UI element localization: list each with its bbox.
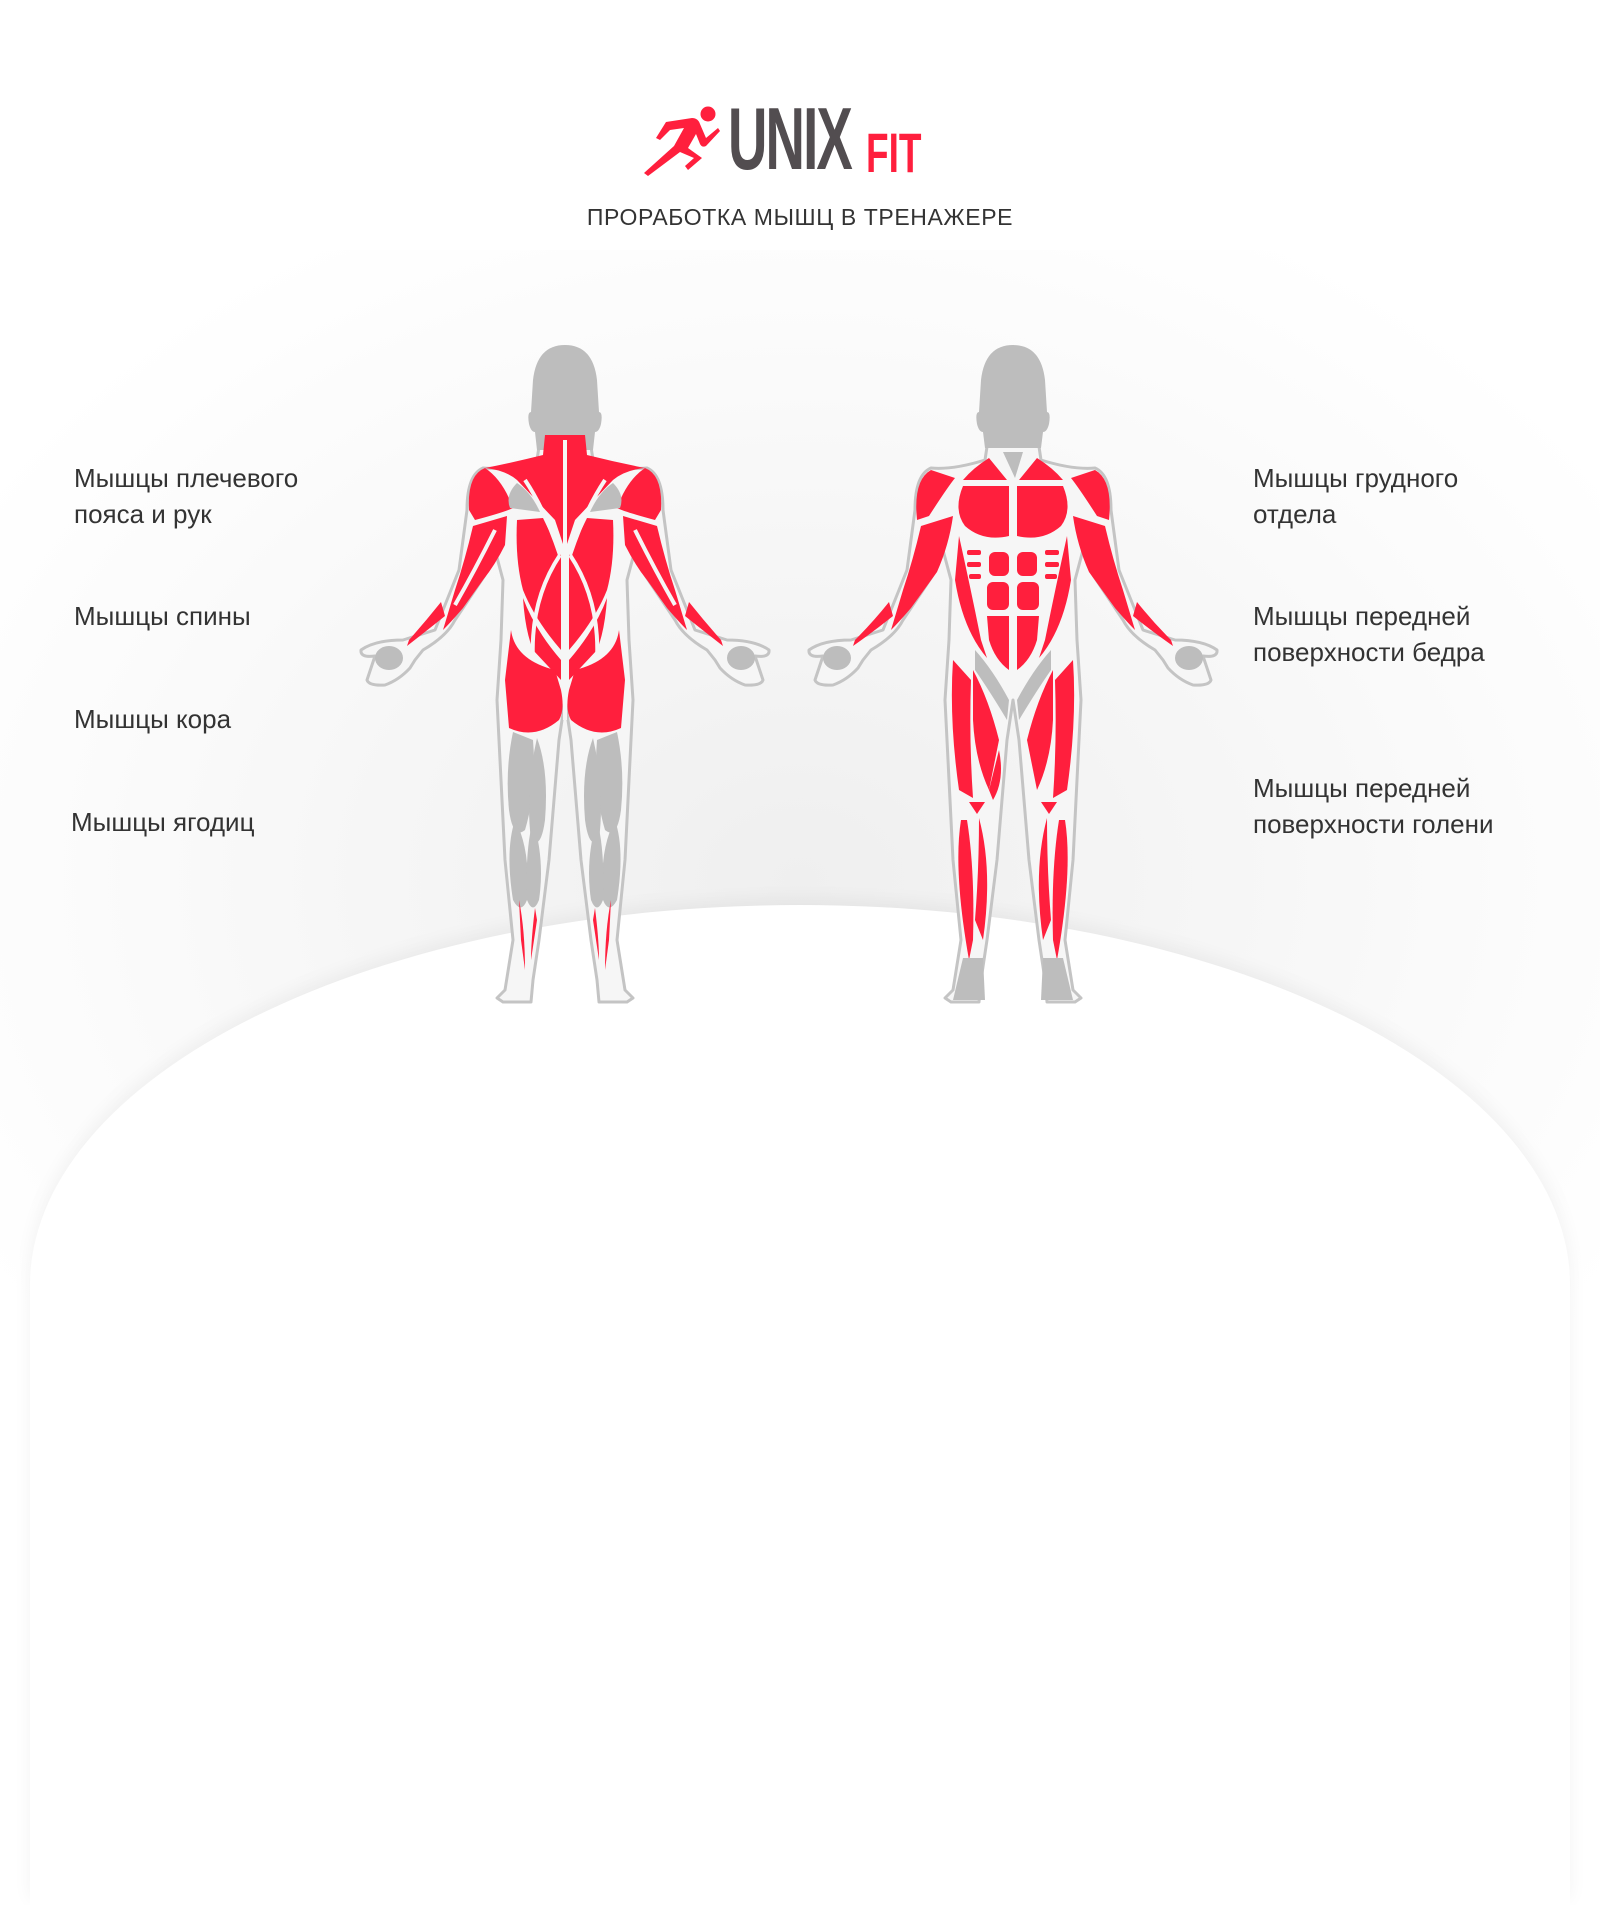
label-front-shin: Мышцы передней поверхности голени: [1253, 773, 1494, 839]
label-front-thigh: Мышцы передней поверхности бедра: [1253, 601, 1485, 667]
runner-icon: [644, 106, 720, 176]
page-subtitle: ПРОРАБОТКА МЫШЦ В ТРЕНАЖЕРЕ: [586, 204, 1014, 230]
background-arch: [30, 905, 1570, 1905]
brand-name-main: UNIX: [728, 89, 853, 188]
brand-name-accent: FIT: [866, 121, 922, 184]
label-back: Мышцы спины: [74, 601, 251, 631]
label-core: Мышцы кора: [74, 704, 232, 734]
label-shoulder-arms: Мышцы плечевого пояса и рук: [74, 463, 299, 529]
front-body-figure: [807, 345, 1219, 1004]
brand-logo: UNIX FIT: [640, 88, 936, 188]
label-glutes: Мышцы ягодиц: [71, 807, 255, 837]
back-body-figure: [359, 345, 771, 1004]
label-chest: Мышцы грудного отдела: [1253, 463, 1459, 529]
